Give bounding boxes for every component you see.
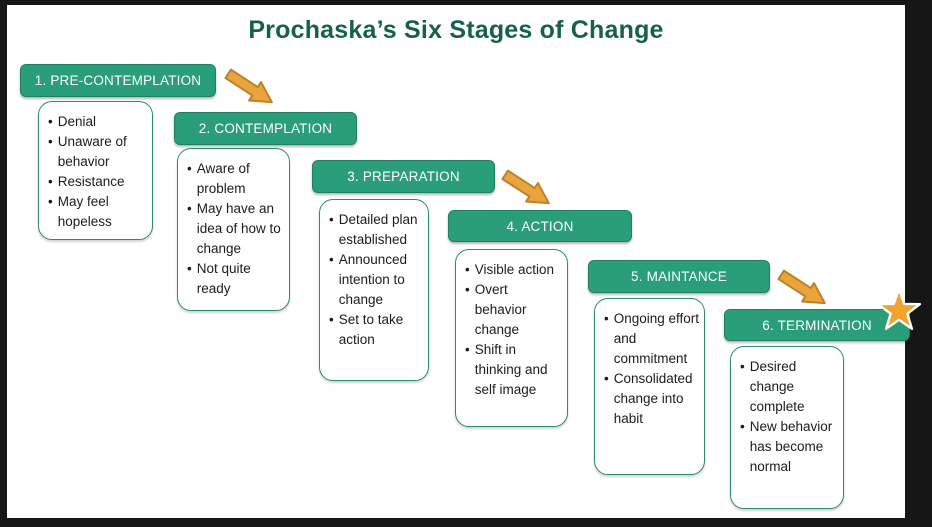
stage-box-3: Detailed plan established Announced inte…: [319, 199, 429, 381]
stage-box-5: Ongoing effort and commitment Consolidat…: [594, 298, 705, 475]
bullet-item: Set to take action: [329, 310, 424, 350]
stage-box-2: Aware of problem May have an idea of how…: [177, 148, 290, 311]
bullet-item: Desired change complete: [740, 357, 839, 417]
star-icon: [876, 287, 922, 330]
bullet-item: May have an idea of how to change: [187, 199, 285, 259]
bullet-item: Aware of problem: [187, 159, 285, 199]
stage-header-3: 3. PREPARATION: [312, 160, 495, 193]
arrow-icon: [777, 269, 826, 305]
stage-box-4: Visible action Overt behavior change Shi…: [455, 249, 568, 427]
stage-header-6: 6. TERMINATION: [724, 309, 910, 341]
bullet-item: Consolidated change into habit: [604, 369, 700, 429]
stage-header-label: 2. CONTEMPLATION: [198, 121, 333, 136]
arrow-icon: [501, 169, 550, 205]
bullet-item: Visible action: [465, 260, 563, 280]
stage-box-1: Denial Unaware of behavior Resistance Ma…: [38, 101, 153, 240]
stage-header-label: 4. ACTION: [506, 218, 574, 234]
bullet-item: Resistance: [48, 172, 148, 192]
bullet-item: Overt behavior change: [465, 280, 563, 340]
bullet-item: Shift in thinking and self image: [465, 340, 563, 400]
bullet-item: New behavior has become normal: [740, 417, 839, 477]
stage-header-label: 5. MAINTANCE: [631, 269, 727, 284]
bullet-item: Ongoing effort and commitment: [604, 309, 700, 369]
bullet-item: Denial: [48, 112, 148, 132]
bullet-item: May feel hopeless: [48, 192, 148, 232]
page-title: Prochaska’s Six Stages of Change: [248, 16, 664, 44]
stage-header-label: 6. TERMINATION: [762, 317, 872, 333]
slide-canvas: Prochaska’s Six Stages of Change 1. PRE-…: [7, 5, 922, 518]
stage-header-2: 2. CONTEMPLATION: [174, 112, 357, 145]
stage-header-label: 3. PREPARATION: [347, 169, 460, 184]
stage-header-5: 5. MAINTANCE: [588, 260, 770, 293]
stage-header-4: 4. ACTION: [448, 210, 632, 242]
arrow-icon: [224, 68, 273, 104]
bullet-item: Not quite ready: [187, 259, 285, 299]
stage-header-1: 1. PRE-CONTEMPLATION: [20, 64, 216, 97]
bullet-item: Detailed plan established: [329, 210, 424, 250]
stage-box-6: Desired change complete New behavior has…: [730, 346, 844, 509]
bullet-item: Unaware of behavior: [48, 132, 148, 172]
stage-header-label: 1. PRE-CONTEMPLATION: [34, 73, 202, 88]
bullet-item: Announced intention to change: [329, 250, 424, 310]
